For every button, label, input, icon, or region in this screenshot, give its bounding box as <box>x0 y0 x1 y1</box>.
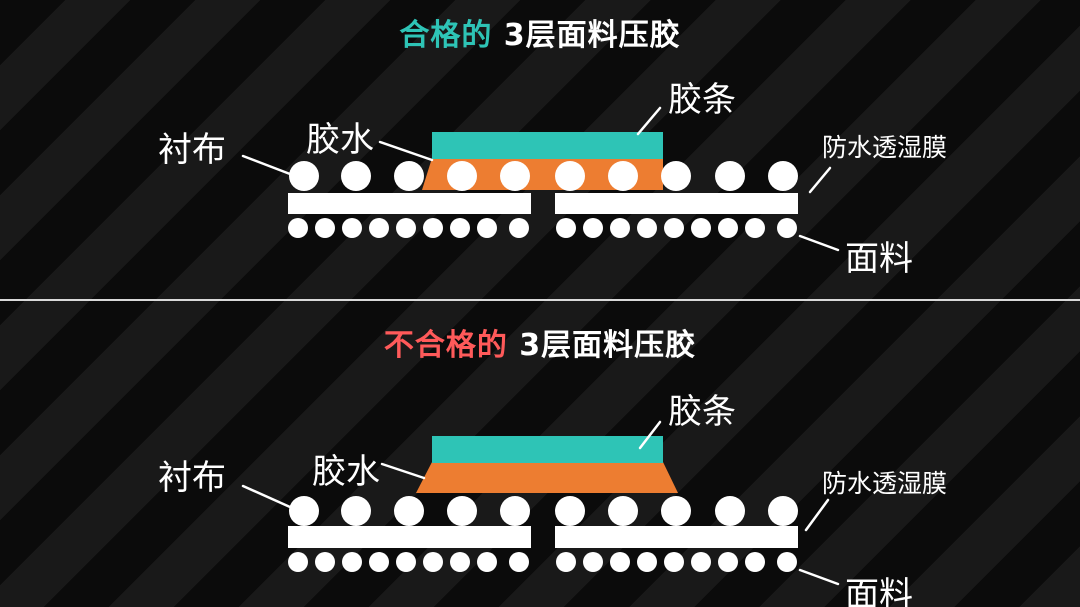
title-highlight: 合格的 <box>399 18 493 53</box>
label-membrane: 防水透湿膜 <box>822 133 948 162</box>
label-glue: 胶水 <box>306 120 374 160</box>
membrane-left <box>288 193 531 214</box>
membrane-right <box>555 526 798 548</box>
membrane-left <box>288 526 531 548</box>
panel-title: 合格的 3层面料压胶 <box>0 10 1080 54</box>
label-fabric: 面料 <box>845 239 913 279</box>
leader-fabric <box>798 234 840 252</box>
label-glue: 胶水 <box>312 452 380 492</box>
lining-row <box>289 161 798 191</box>
title-rest: 3层面料压胶 <box>507 328 697 363</box>
title-rest: 3层面料压胶 <box>492 18 681 53</box>
label-tape: 胶条 <box>668 392 736 432</box>
fabric-row <box>288 218 797 238</box>
label-fabric: 面料 <box>845 575 913 607</box>
leader-fabric <box>798 568 840 586</box>
leader-membrane <box>808 166 832 194</box>
leader-glue <box>378 140 434 162</box>
seam-diagram-qualified <box>241 106 840 252</box>
glue-layer <box>422 158 663 190</box>
seam-diagram-unqualified <box>241 420 840 586</box>
glue-layer <box>416 462 678 493</box>
lining-row <box>289 496 798 526</box>
label-lining: 衬布 <box>158 130 226 170</box>
fabric-row <box>288 552 797 572</box>
title-highlight: 不合格的 <box>383 328 508 363</box>
panel-qualified: 合格的 3层面料压胶 <box>0 0 1080 303</box>
leader-lining <box>241 484 292 509</box>
panel-divider <box>0 299 1080 301</box>
label-tape: 胶条 <box>668 80 736 120</box>
leader-tape <box>638 420 662 450</box>
tape-strip <box>432 436 663 463</box>
leader-lining <box>241 154 292 176</box>
leader-tape <box>636 106 662 136</box>
leader-glue <box>380 462 426 480</box>
leader-membrane <box>804 498 830 532</box>
panel-unqualified: 不合格的 3层面料压胶 <box>0 304 1080 607</box>
label-membrane: 防水透湿膜 <box>822 469 948 498</box>
membrane-right <box>555 193 798 214</box>
tape-strip <box>432 132 663 159</box>
label-lining: 衬布 <box>158 458 226 498</box>
panel-title: 不合格的 3层面料压胶 <box>0 320 1080 364</box>
